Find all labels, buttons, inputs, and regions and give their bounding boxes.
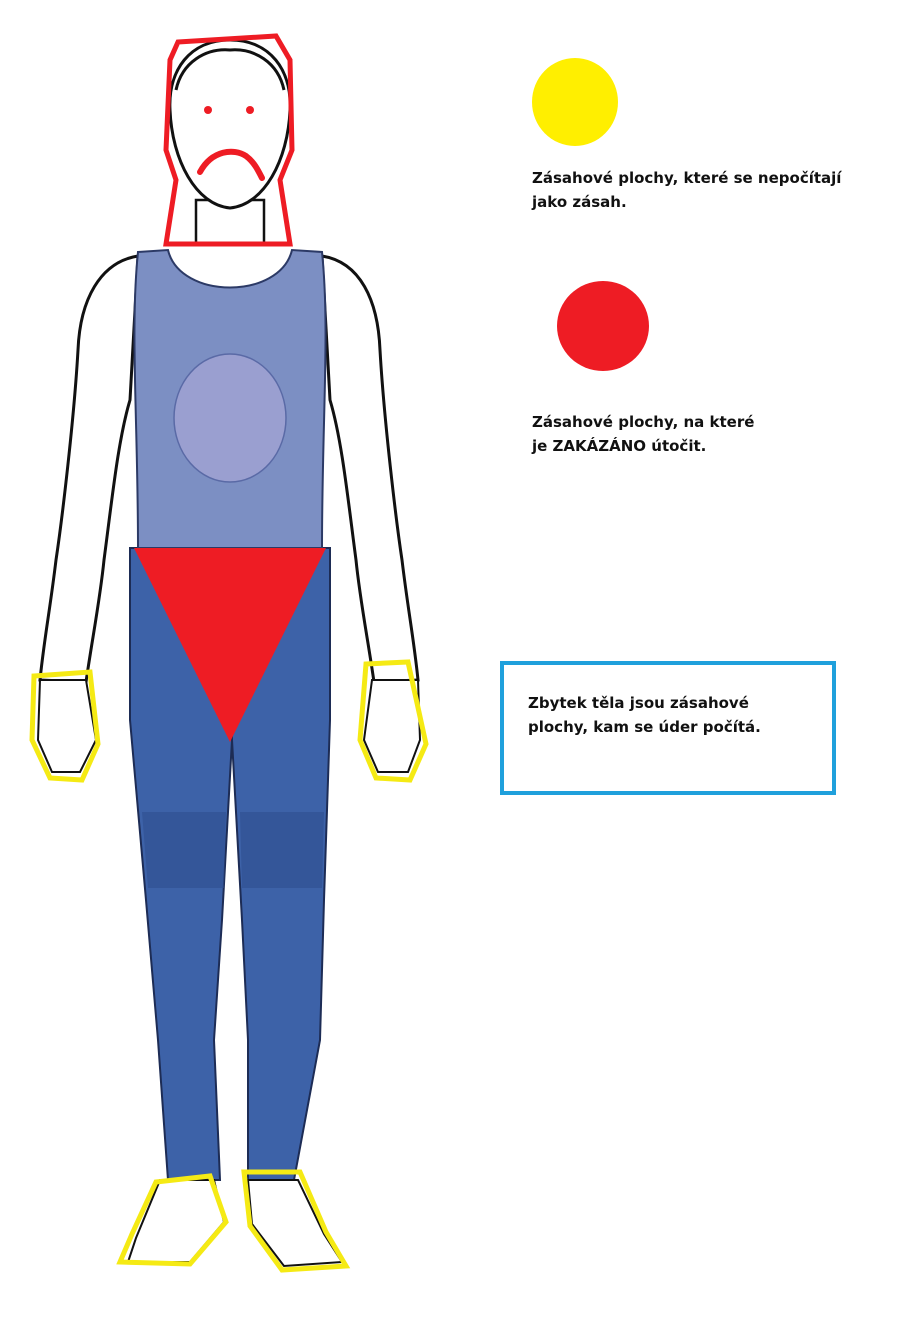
- right-foot: [248, 1180, 342, 1266]
- left-hand: [38, 680, 96, 772]
- fencer-figure: [0, 0, 460, 1318]
- legend-red-dot: [557, 281, 649, 371]
- left-eye: [204, 106, 212, 114]
- legend-yellow-dot: [532, 58, 618, 146]
- note-box: Zbytek těla jsou zásahové plochy, kam se…: [500, 661, 836, 795]
- legend-red-label: Zásahové plochy, na které je ZAKÁZÁNO út…: [532, 410, 832, 458]
- left-foot: [128, 1180, 224, 1262]
- right-hand: [364, 680, 420, 772]
- left-arm: [40, 256, 138, 682]
- right-arm: [322, 256, 418, 682]
- right-eye: [246, 106, 254, 114]
- knee-shading-left: [142, 812, 226, 888]
- legend-yellow-label: Zásahové plochy, které se nepočítají jak…: [532, 166, 892, 214]
- note-text: Zbytek těla jsou zásahové plochy, kam se…: [528, 691, 818, 739]
- knee-shading-right: [240, 812, 324, 888]
- chest-target: [174, 354, 286, 482]
